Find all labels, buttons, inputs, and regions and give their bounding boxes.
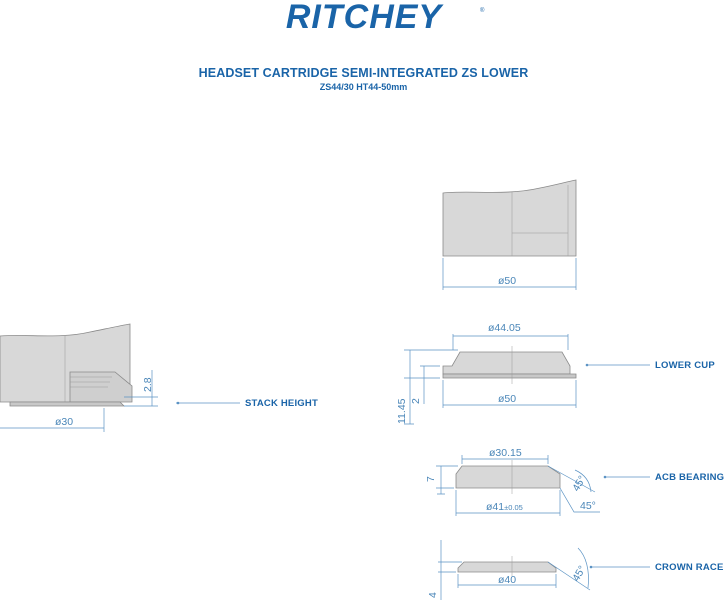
callout-stack-height: STACK HEIGHT	[245, 398, 318, 409]
left-assembly: ø30 2.8	[0, 323, 240, 432]
dim-total-height: 11.45	[396, 398, 408, 424]
page-subtitle: ZS44/30 HT44-50mm	[319, 82, 408, 92]
crown-race: ø40 4 45°	[427, 540, 650, 600]
dim-stack-height: 2.8	[142, 377, 154, 392]
dim-tolerance: ±0.05	[504, 503, 523, 512]
dim-diameter-41-value: ø41	[486, 501, 504, 513]
dim-lip-height: 2	[410, 398, 422, 404]
dim-angle-crown: 45°	[570, 564, 588, 584]
dim-diameter-30-15: ø30.15	[489, 447, 522, 459]
callout-acb-bearing: ACB BEARING	[655, 472, 725, 483]
dim-diameter-41: ø41±0.05	[486, 501, 523, 513]
dim-diameter-50-tube: ø50	[498, 275, 516, 287]
dim-height-7: 7	[425, 476, 437, 482]
dim-diameter-50-cup: ø50	[498, 393, 516, 405]
dim-diameter-30: ø30	[55, 416, 73, 428]
logo-text: RITCHEY	[286, 0, 445, 36]
dim-height-4: 4	[427, 592, 439, 598]
lower-cup: ø44.05 ø50 11.45 2	[396, 322, 650, 425]
dim-diameter-44: ø44.05	[488, 322, 521, 334]
dim-angle-top: 45°	[570, 474, 588, 494]
registered-mark: ®	[480, 7, 485, 14]
dim-angle-bottom: 45°	[580, 500, 596, 512]
acb-bearing: ø30.15 ø41±0.05 7 45° 45°	[425, 447, 650, 516]
ritchey-logo: RITCHEY ®	[286, 0, 485, 36]
callout-lower-cup: LOWER CUP	[655, 360, 715, 371]
dim-diameter-40: ø40	[498, 574, 516, 586]
head-tube: ø50	[442, 179, 577, 290]
page-title: HEADSET CARTRIDGE SEMI-INTEGRATED ZS LOW…	[198, 66, 529, 80]
callout-crown-race: CROWN RACE	[655, 562, 724, 573]
